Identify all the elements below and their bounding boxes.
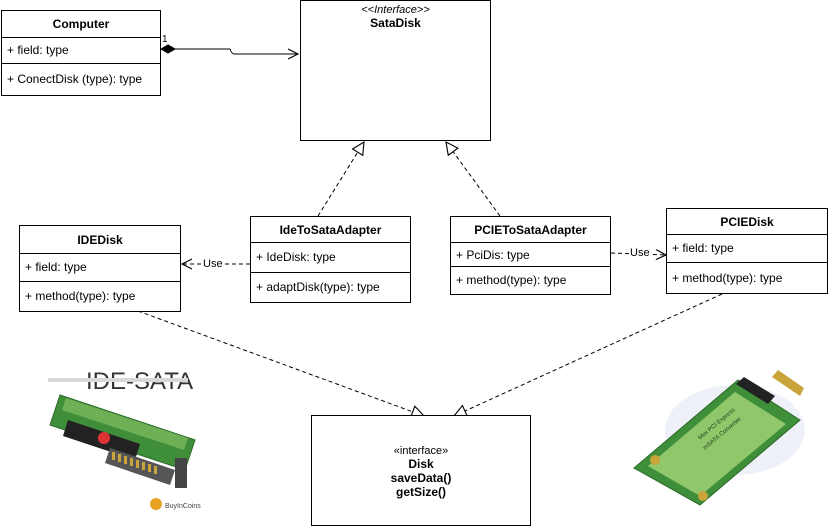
class-field: + field: type [2, 38, 160, 64]
msata-converter-photo: Mini PCI Express mSATA Converter [633, 370, 805, 506]
interface-name: SataDisk [370, 16, 421, 30]
interface-name: Disk [408, 457, 434, 471]
class-pcietosataadapter[interactable]: PCIEToSataAdapter + PciDis: type + metho… [450, 216, 611, 295]
interface-satadisk[interactable]: <<Interface>> SataDisk [300, 0, 491, 141]
multiplicity-label: 1 [162, 34, 168, 45]
class-pciedisk[interactable]: PCIEDisk + field: type + method(type): t… [666, 208, 828, 294]
buyincoins-watermark: BuyInCoins [165, 503, 201, 510]
realization-edge-ideadapter-satadisk [317, 142, 364, 217]
class-field: + field: type [20, 254, 180, 282]
interface-method-savedata: saveData() [390, 471, 452, 485]
class-method: + method(type): type [25, 289, 136, 303]
class-computer[interactable]: Computer + field: type + ConectDisk (typ… [1, 10, 161, 96]
class-name: IdeToSataAdapter [251, 217, 410, 243]
interface-disk[interactable]: «interface» Disk saveData() getSize() [311, 415, 531, 526]
class-name: PCIEToSataAdapter [451, 217, 610, 243]
class-field: + field: type [667, 235, 827, 263]
use-label-left: Use [202, 258, 224, 270]
use-edge-pcieadapter-pciedisk [610, 253, 666, 255]
class-method: + ConectDisk (type): type [7, 72, 143, 86]
aggregation-edge-computer-satadisk [161, 49, 298, 54]
use-label-right: Use [629, 247, 651, 259]
interface-stereotype: <<Interface>> [361, 4, 430, 16]
realization-edge-pciedisk-disk [454, 293, 723, 416]
class-name: IDEDisk [20, 226, 180, 254]
class-idetosataadapter[interactable]: IdeToSataAdapter + IdeDisk: type + adapt… [250, 216, 411, 303]
class-method: + method(type): type [456, 273, 567, 287]
class-field: + PciDis: type [451, 243, 610, 267]
realization-edge-pcieadapter-satadisk [446, 142, 501, 217]
class-method: + method(type): type [672, 271, 783, 285]
interface-stereotype: «interface» [393, 445, 449, 457]
class-field: + IdeDisk: type [251, 243, 410, 273]
interface-method-getsize: getSize() [395, 485, 446, 499]
class-idedisk[interactable]: IDEDisk + field: type + method(type): ty… [19, 225, 181, 312]
realization-edge-idedisk-disk [137, 310, 424, 416]
class-name: PCIEDisk [667, 209, 827, 235]
class-name: Computer [2, 11, 160, 38]
class-method: + adaptDisk(type): type [256, 280, 380, 294]
ide-sata-adapter-photo: IDE-SATA BuyInCoins [48, 368, 201, 510]
